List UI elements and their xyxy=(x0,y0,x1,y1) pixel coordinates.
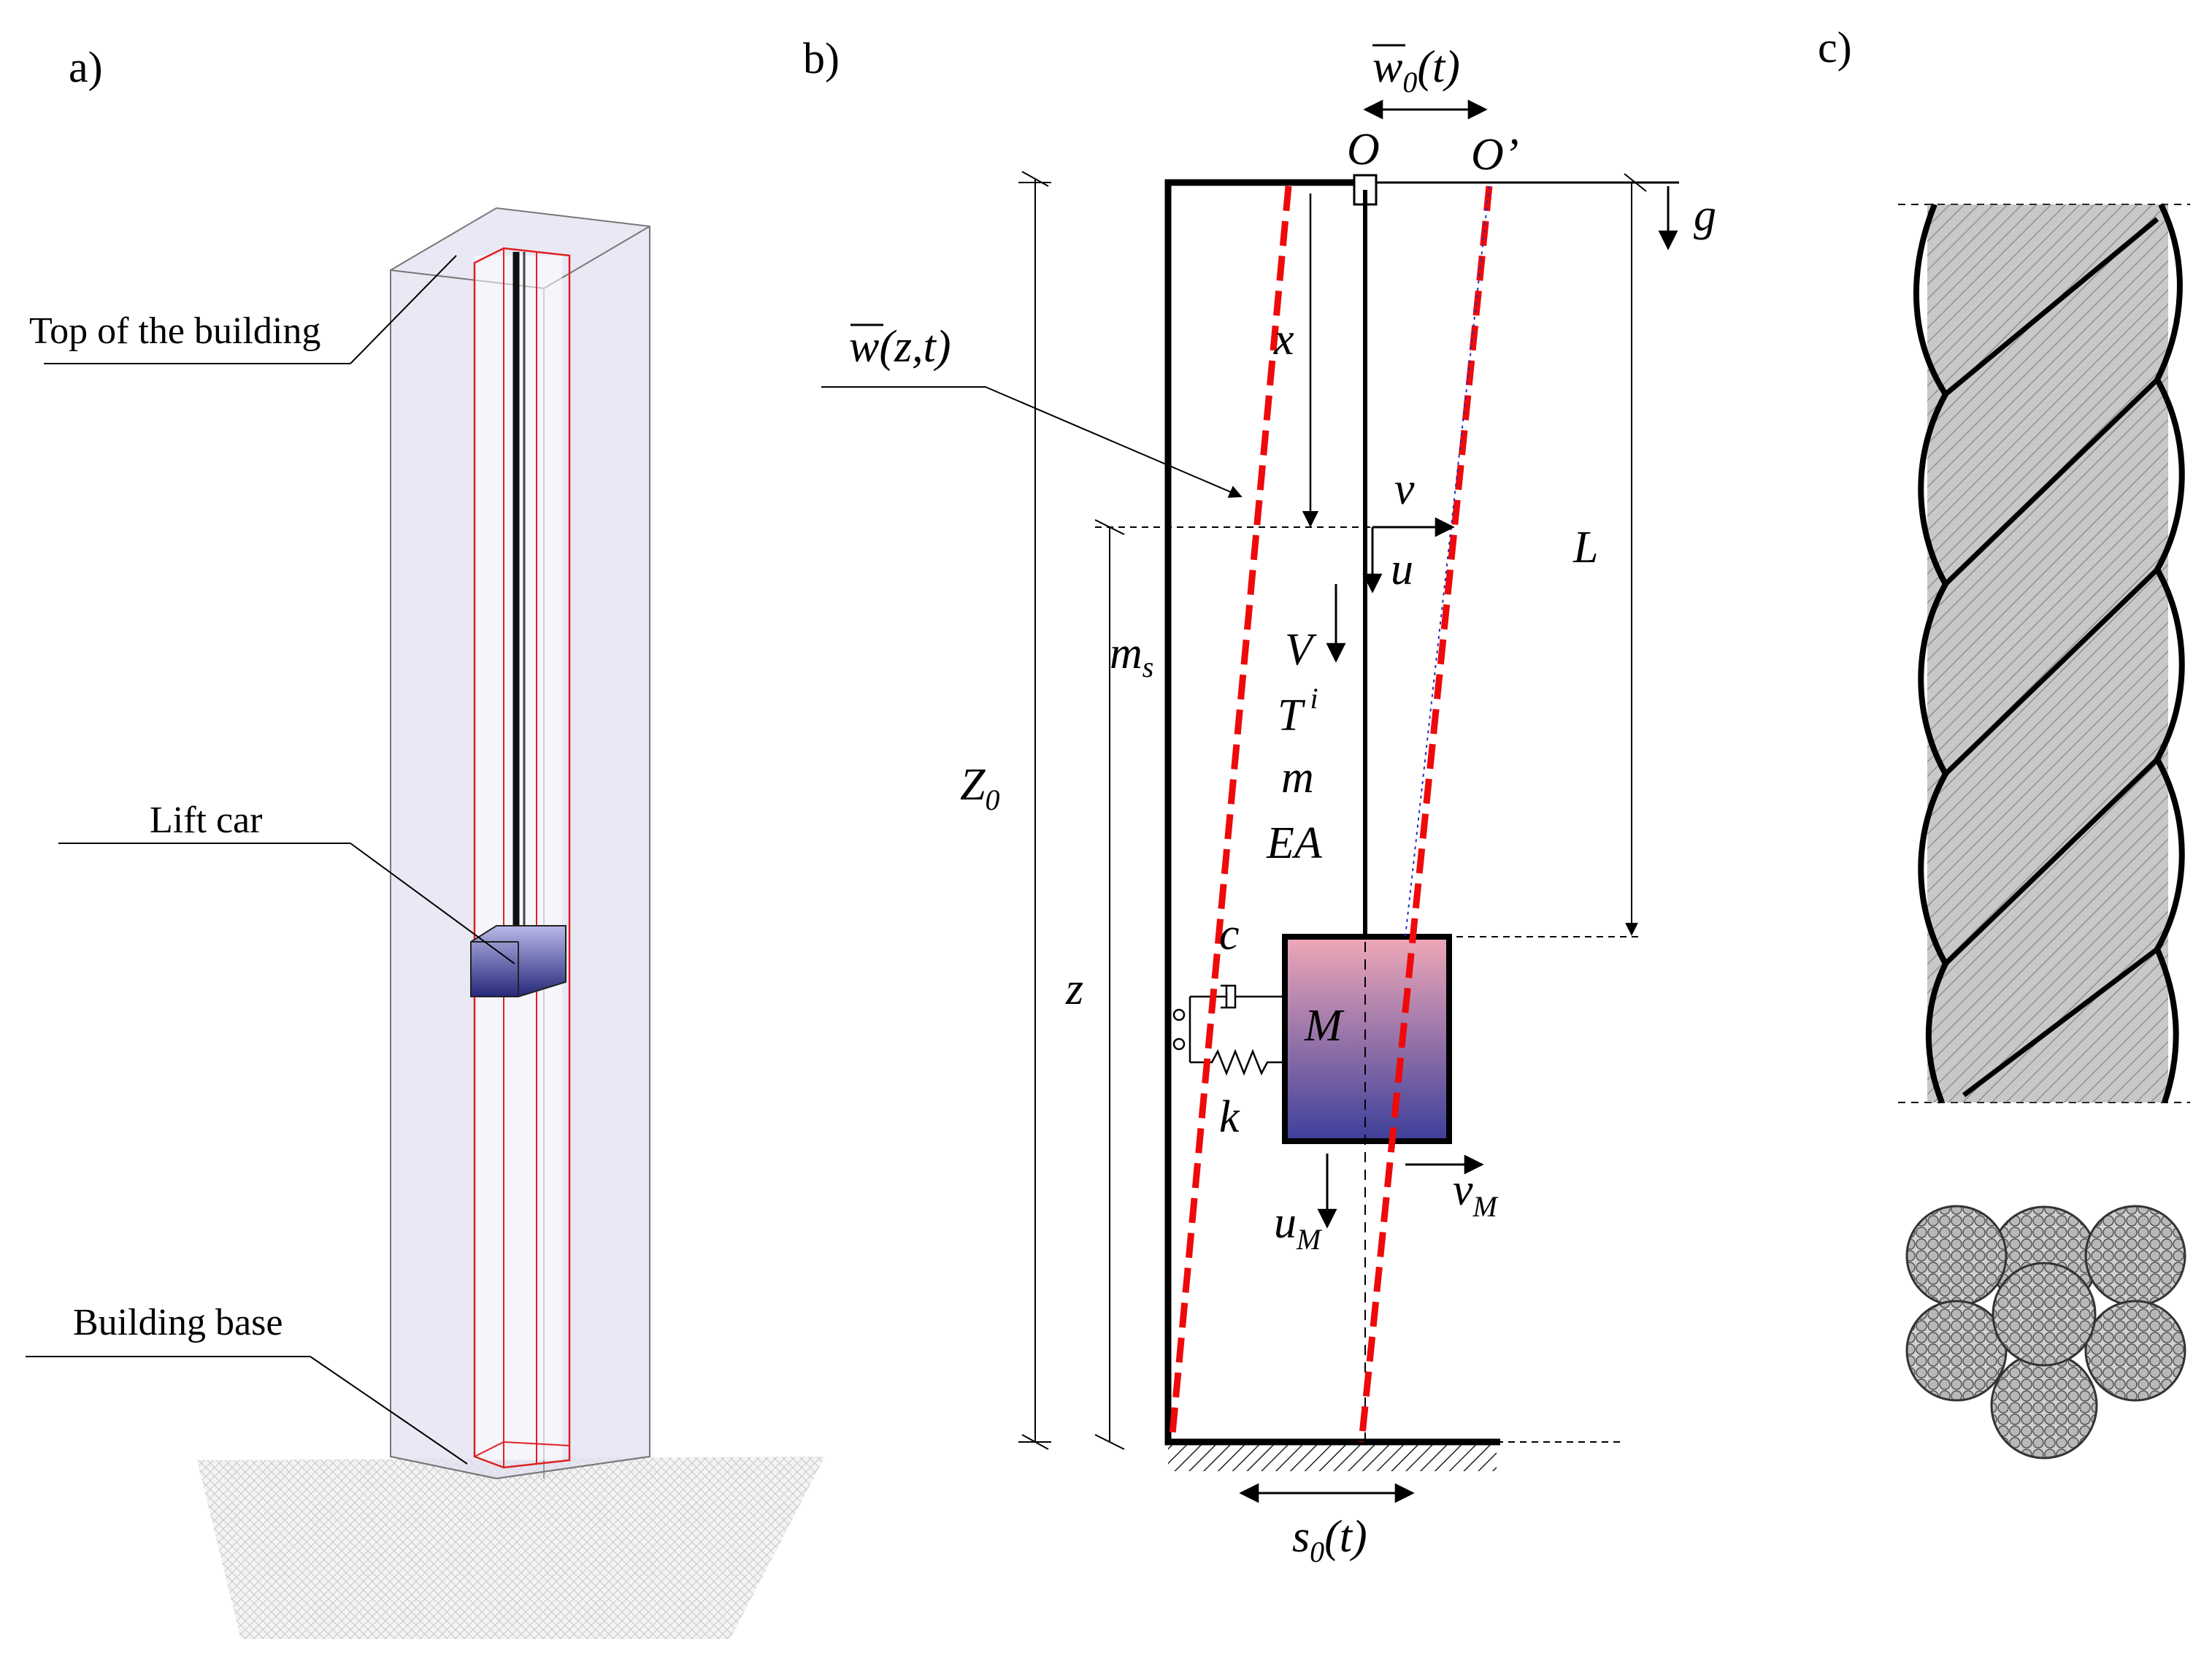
w0-label: w0(t) xyxy=(1372,42,1460,99)
lift-shaft xyxy=(390,207,650,1480)
damper-icon xyxy=(1190,984,1285,1009)
spring-icon xyxy=(1172,997,1285,1076)
ground-area xyxy=(197,1457,825,1639)
Z0-label: Z0 xyxy=(960,760,999,816)
car-body xyxy=(1282,934,1452,1144)
ms-label: ms xyxy=(1110,629,1153,683)
top-tick xyxy=(1624,173,1647,192)
c-label: c xyxy=(1219,910,1240,959)
L-label: L xyxy=(1572,523,1598,572)
k-label: k xyxy=(1219,1092,1240,1142)
uM-label: uM xyxy=(1274,1198,1323,1256)
z-label: z xyxy=(1065,964,1083,1014)
v-label: v xyxy=(1394,464,1415,514)
lift-car xyxy=(470,925,567,997)
g-label: g xyxy=(1694,191,1716,240)
top-of-building-label: Top of the building xyxy=(29,310,320,352)
rope-dotted-line xyxy=(1405,185,1490,937)
rope-illustration xyxy=(1898,203,2190,1104)
car-callout-leader xyxy=(350,843,515,964)
building-base-label: Building base xyxy=(73,1302,283,1343)
EA-label: EA xyxy=(1266,818,1323,868)
x-label: x xyxy=(1273,315,1294,364)
u-label: u xyxy=(1391,545,1413,594)
dimension-Z0 xyxy=(1018,171,1051,1450)
panel-b-label: b) xyxy=(803,34,840,83)
V-label: V xyxy=(1285,625,1317,675)
O-prime-label: O’ xyxy=(1471,130,1518,180)
M-label: M xyxy=(1304,1001,1345,1051)
w-leader-arrow xyxy=(985,386,1243,498)
base-hatch xyxy=(1168,1442,1497,1471)
m-label: m xyxy=(1281,753,1314,802)
w-label: w(z,t) xyxy=(849,322,951,372)
rope-cross-section xyxy=(1905,1205,2186,1459)
vM-label: vM xyxy=(1453,1165,1499,1223)
frame xyxy=(1164,179,1365,1446)
panel-c-label: c) xyxy=(1818,23,1852,72)
panel-a-label: a) xyxy=(69,43,103,91)
lift-car-label: Lift car xyxy=(150,799,262,841)
deflected-rope-line xyxy=(1358,185,1493,1443)
deflected-shaft-line xyxy=(1168,185,1292,1443)
s0-label: s0(t) xyxy=(1292,1512,1367,1568)
top-callout-leader xyxy=(350,255,457,364)
base-callout-leader xyxy=(310,1356,468,1465)
O-label: O xyxy=(1347,125,1380,174)
